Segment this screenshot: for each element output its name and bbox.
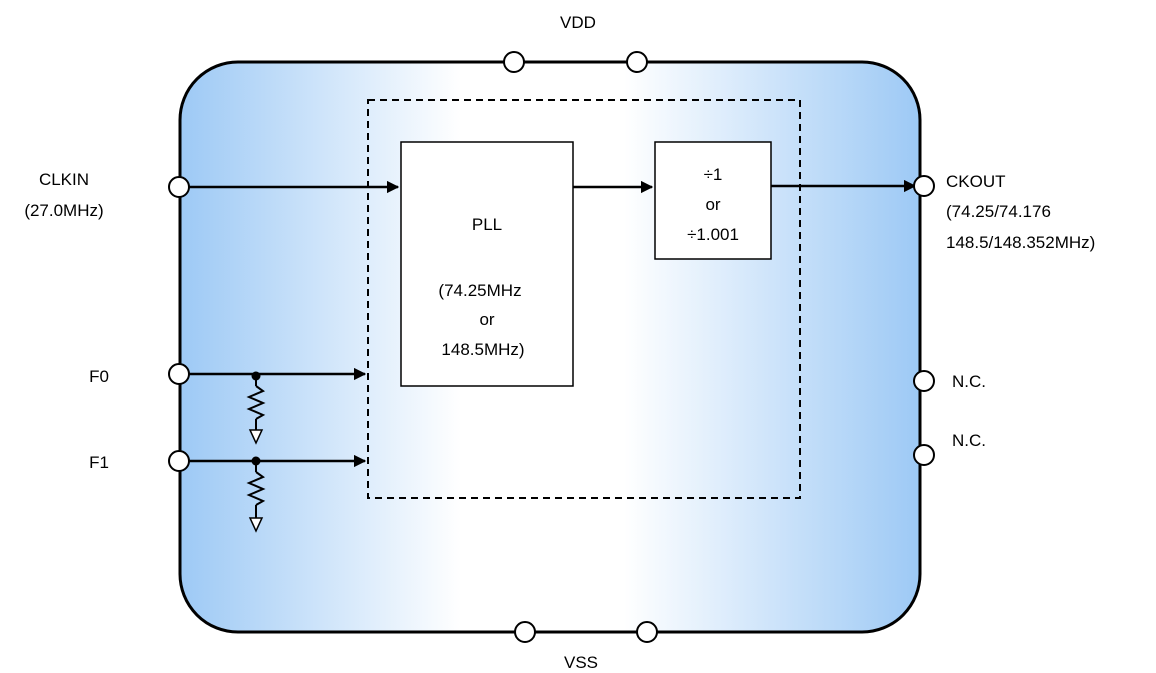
f1-pin [168, 450, 190, 472]
nc1-pin [913, 370, 935, 392]
vss-pin-left [514, 621, 536, 643]
f1-pulldown-resistor [246, 456, 266, 533]
clkin-freq-label: (27.0MHz) [24, 201, 103, 220]
pll-freq-line2: or [479, 310, 494, 329]
vdd-pin-left [503, 51, 525, 73]
ckout-pin [913, 175, 935, 197]
f0-label: F0 [89, 367, 109, 386]
nc1-label: N.C. [952, 372, 986, 391]
core-boundary [367, 99, 801, 499]
ckout-freq-label-2: 148.5/148.352MHz) [946, 233, 1095, 252]
clkin-pin [168, 176, 190, 198]
divider-line3: ÷1.001 [687, 225, 739, 244]
pll-freq-line3: 148.5MHz) [441, 340, 524, 359]
pll-block [400, 141, 574, 387]
divider-line1: ÷1 [704, 165, 723, 184]
vdd-pin-right [626, 51, 648, 73]
f0-pulldown-resistor [246, 371, 266, 445]
clkin-label: CLKIN [39, 170, 89, 189]
nc2-label: N.C. [952, 431, 986, 450]
pll-freq-line1: (74.25MHz [438, 281, 521, 300]
divider-block [654, 141, 772, 260]
nc2-pin [913, 444, 935, 466]
ckout-freq-label-1: (74.25/74.176 [946, 202, 1051, 221]
ckout-label: CKOUT [946, 172, 1006, 191]
vss-label: VSS [564, 653, 598, 672]
f0-pin [168, 363, 190, 385]
vdd-label: VDD [560, 13, 596, 32]
vss-pin-right [636, 621, 658, 643]
divider-line2: or [705, 195, 720, 214]
pll-title: PLL [472, 215, 502, 234]
f1-label: F1 [89, 453, 109, 472]
